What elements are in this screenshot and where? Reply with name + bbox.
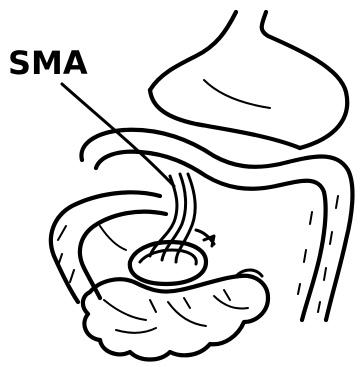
stomach [150,12,347,148]
twisted-mesentery [130,174,214,284]
sma-label: SMA [8,44,88,82]
duodenum [81,130,352,320]
sma-pointer [62,84,174,186]
